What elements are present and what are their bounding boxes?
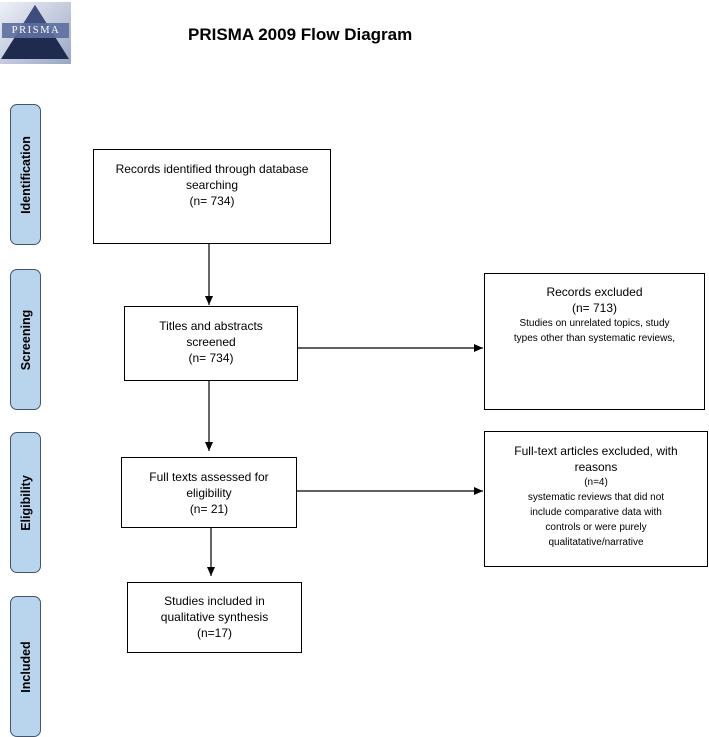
box-reason: qualitatative/narrative	[548, 537, 644, 548]
box-text: eligibility	[186, 486, 232, 500]
studies-included-box: Studies included in qualitative synthesi…	[127, 582, 302, 653]
box-reason: types other than systematic reviews,	[513, 333, 676, 344]
box-text: Titles and abstracts	[159, 319, 263, 333]
box-text: Full-text articles excluded, with	[514, 444, 678, 458]
box-count: (n=17)	[196, 626, 233, 640]
box-text: reasons	[574, 460, 618, 474]
records-excluded-box: Records excluded (n= 713) Studies on unr…	[484, 273, 705, 410]
box-reason: controls or were purely	[545, 522, 647, 533]
prisma-logo: PRISMA	[0, 2, 71, 64]
full-text-articles-excluded-box: Full-text articles excluded, with reason…	[484, 431, 708, 567]
titles-abstracts-screened-box: Titles and abstracts screened (n= 734)	[124, 306, 298, 381]
box-count: (n= 734)	[188, 351, 234, 365]
page-title: PRISMA 2009 Flow Diagram	[188, 25, 413, 44]
box-text: Studies included in	[164, 594, 265, 608]
box-text: searching	[185, 178, 239, 192]
phase-screening: Screening	[10, 269, 41, 410]
prisma-logo-graphic	[0, 2, 71, 64]
box-text: Full texts assessed for	[149, 470, 269, 484]
box-count: (n= 21)	[189, 502, 229, 516]
box-count: (n= 713)	[571, 301, 618, 315]
phase-included: Included	[10, 596, 41, 737]
box-reason: Studies on unrelated topics, study	[519, 318, 670, 329]
box-text: Records identified through database	[115, 162, 309, 176]
phase-identification: Identification	[10, 104, 41, 245]
box-text: Records excluded	[546, 285, 643, 299]
phase-eligibility: Eligibility	[10, 432, 41, 573]
box-reason: include comparative data with	[530, 507, 662, 518]
logo-text: PRISMA	[11, 25, 61, 36]
records-identified-box: Records identified through database sear…	[93, 149, 331, 244]
box-count: (n=4)	[584, 477, 608, 488]
box-text: qualitative synthesis	[160, 610, 269, 624]
box-text: screened	[186, 335, 236, 349]
box-reason: systematic reviews that did not	[527, 492, 665, 503]
box-count: (n= 734)	[189, 194, 235, 208]
full-texts-assessed-box: Full texts assessed for eligibility (n= …	[121, 457, 297, 528]
